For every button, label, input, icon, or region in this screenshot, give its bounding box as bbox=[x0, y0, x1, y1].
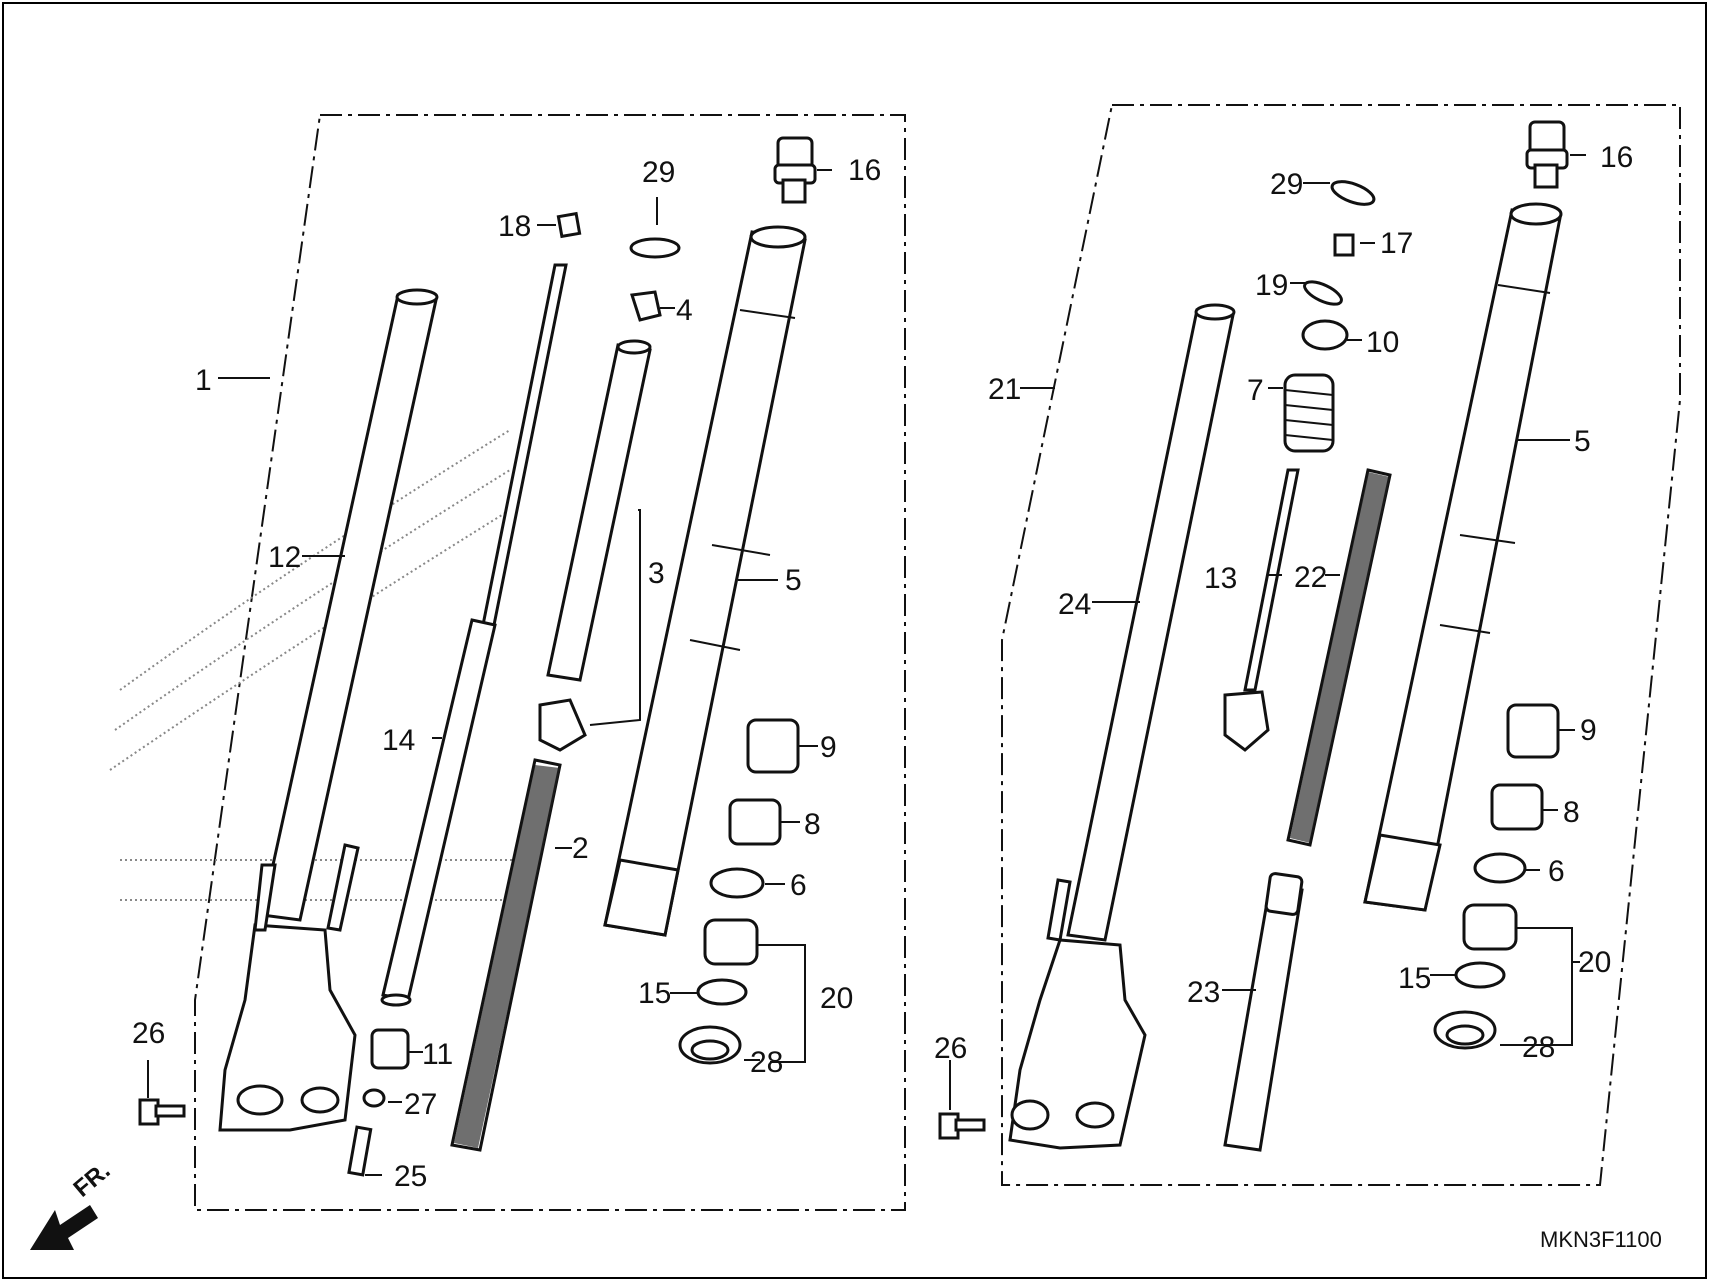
right-callout-8: 8 bbox=[1563, 796, 1580, 829]
fork-spring-left bbox=[450, 758, 562, 1152]
right-callout-6: 6 bbox=[1548, 855, 1565, 888]
left-assembly-boundary bbox=[194, 114, 906, 1211]
front-direction-arrow bbox=[30, 1205, 98, 1250]
right-callout-15: 15 bbox=[1398, 962, 1431, 995]
left-callout-14: 14 bbox=[382, 724, 415, 757]
watermark-wing bbox=[109, 429, 520, 901]
right-callout-24: 24 bbox=[1058, 588, 1091, 621]
left-callout-5: 5 bbox=[785, 564, 802, 597]
left-callout-1: 1 bbox=[195, 364, 212, 397]
bushing-9-right bbox=[1506, 703, 1560, 759]
left-callout-25: 25 bbox=[394, 1160, 427, 1193]
left-callout-26: 26 bbox=[132, 1017, 165, 1050]
left-callout-29: 29 bbox=[642, 156, 675, 189]
left-callout-2: 2 bbox=[572, 832, 589, 865]
damper-rod-right bbox=[1223, 468, 1300, 752]
fork-inner-tube bbox=[260, 288, 439, 922]
left-callout-8: 8 bbox=[804, 808, 821, 841]
fork-outer-tube-right bbox=[1363, 202, 1563, 912]
ring-15 bbox=[696, 978, 748, 1006]
left-callout-20: 20 bbox=[820, 982, 853, 1015]
left-assembly bbox=[109, 114, 906, 1211]
right-callout-21: 21 bbox=[988, 373, 1021, 406]
left-callout-15: 15 bbox=[638, 977, 671, 1010]
bolt-26-left bbox=[138, 1098, 186, 1126]
right-callout-7: 7 bbox=[1247, 374, 1264, 407]
diagram-code: MKN3F1100 bbox=[1540, 1227, 1662, 1252]
axle-holder bbox=[218, 843, 360, 1132]
right-callout-13: 13 bbox=[1204, 562, 1237, 595]
axle-holder-right bbox=[1008, 878, 1147, 1150]
ring-15-right bbox=[1454, 961, 1506, 989]
left-callout-16: 16 bbox=[848, 154, 881, 187]
bolt-26-right bbox=[938, 1112, 986, 1140]
fork-outer-tube-left bbox=[603, 225, 807, 937]
seal-6 bbox=[709, 867, 765, 899]
right-callout-26: 26 bbox=[934, 1032, 967, 1065]
fork-cap-right bbox=[1525, 120, 1569, 189]
left-callout-6: 6 bbox=[790, 869, 807, 902]
spring-7 bbox=[1283, 373, 1335, 453]
left-callout-28: 28 bbox=[750, 1046, 783, 1079]
right-callout-9: 9 bbox=[1580, 714, 1597, 747]
bushing-11 bbox=[370, 1028, 410, 1070]
left-callout-18: 18 bbox=[498, 210, 531, 243]
right-callout-17: 17 bbox=[1380, 227, 1413, 260]
fork-spring-right bbox=[1286, 468, 1392, 847]
seal-6-right bbox=[1473, 852, 1527, 884]
right-callout-23: 23 bbox=[1187, 976, 1220, 1009]
direction-label: FR. bbox=[69, 1157, 116, 1203]
guide-pipe bbox=[538, 339, 652, 752]
right-callout-5: 5 bbox=[1574, 425, 1591, 458]
bolt-25 bbox=[347, 1125, 373, 1177]
right-callout-28: 28 bbox=[1522, 1031, 1555, 1064]
seal-20 bbox=[703, 918, 759, 966]
nut-18 bbox=[556, 211, 582, 239]
left-callout-3: 3 bbox=[648, 557, 665, 590]
collar-10 bbox=[1301, 319, 1349, 351]
bushing-8 bbox=[728, 798, 782, 846]
right-callout-20: 20 bbox=[1578, 946, 1611, 979]
sleeve-23 bbox=[1223, 872, 1304, 1152]
washer-29-right bbox=[1330, 180, 1376, 206]
left-callout-27: 27 bbox=[404, 1088, 437, 1121]
right-callout-16: 16 bbox=[1600, 141, 1633, 174]
seal-20-right bbox=[1462, 903, 1518, 951]
washer-29 bbox=[629, 237, 681, 259]
right-callout-19: 19 bbox=[1255, 269, 1288, 302]
fork-inner-tube-right bbox=[1066, 303, 1236, 942]
right-assembly bbox=[938, 104, 1681, 1186]
left-callout-12: 12 bbox=[268, 541, 301, 574]
bushing-8-right bbox=[1490, 783, 1544, 831]
part-4 bbox=[630, 290, 662, 322]
right-callout-29: 29 bbox=[1270, 168, 1303, 201]
damper-rod bbox=[380, 263, 568, 1007]
left-callout-11: 11 bbox=[422, 1038, 453, 1071]
nut-17 bbox=[1333, 233, 1355, 257]
bushing-9 bbox=[746, 718, 800, 774]
right-callout-22: 22 bbox=[1294, 561, 1327, 594]
right-callout-10: 10 bbox=[1366, 326, 1399, 359]
washer-19 bbox=[1303, 280, 1343, 306]
left-callout-4: 4 bbox=[676, 294, 693, 327]
washer-27 bbox=[362, 1088, 386, 1108]
dust-seal-28-right bbox=[1433, 1010, 1497, 1050]
fork-cap-left bbox=[773, 136, 817, 204]
dust-seal-28 bbox=[678, 1025, 742, 1065]
right-assembly-boundary bbox=[1001, 104, 1681, 1186]
left-callout-9: 9 bbox=[820, 731, 837, 764]
